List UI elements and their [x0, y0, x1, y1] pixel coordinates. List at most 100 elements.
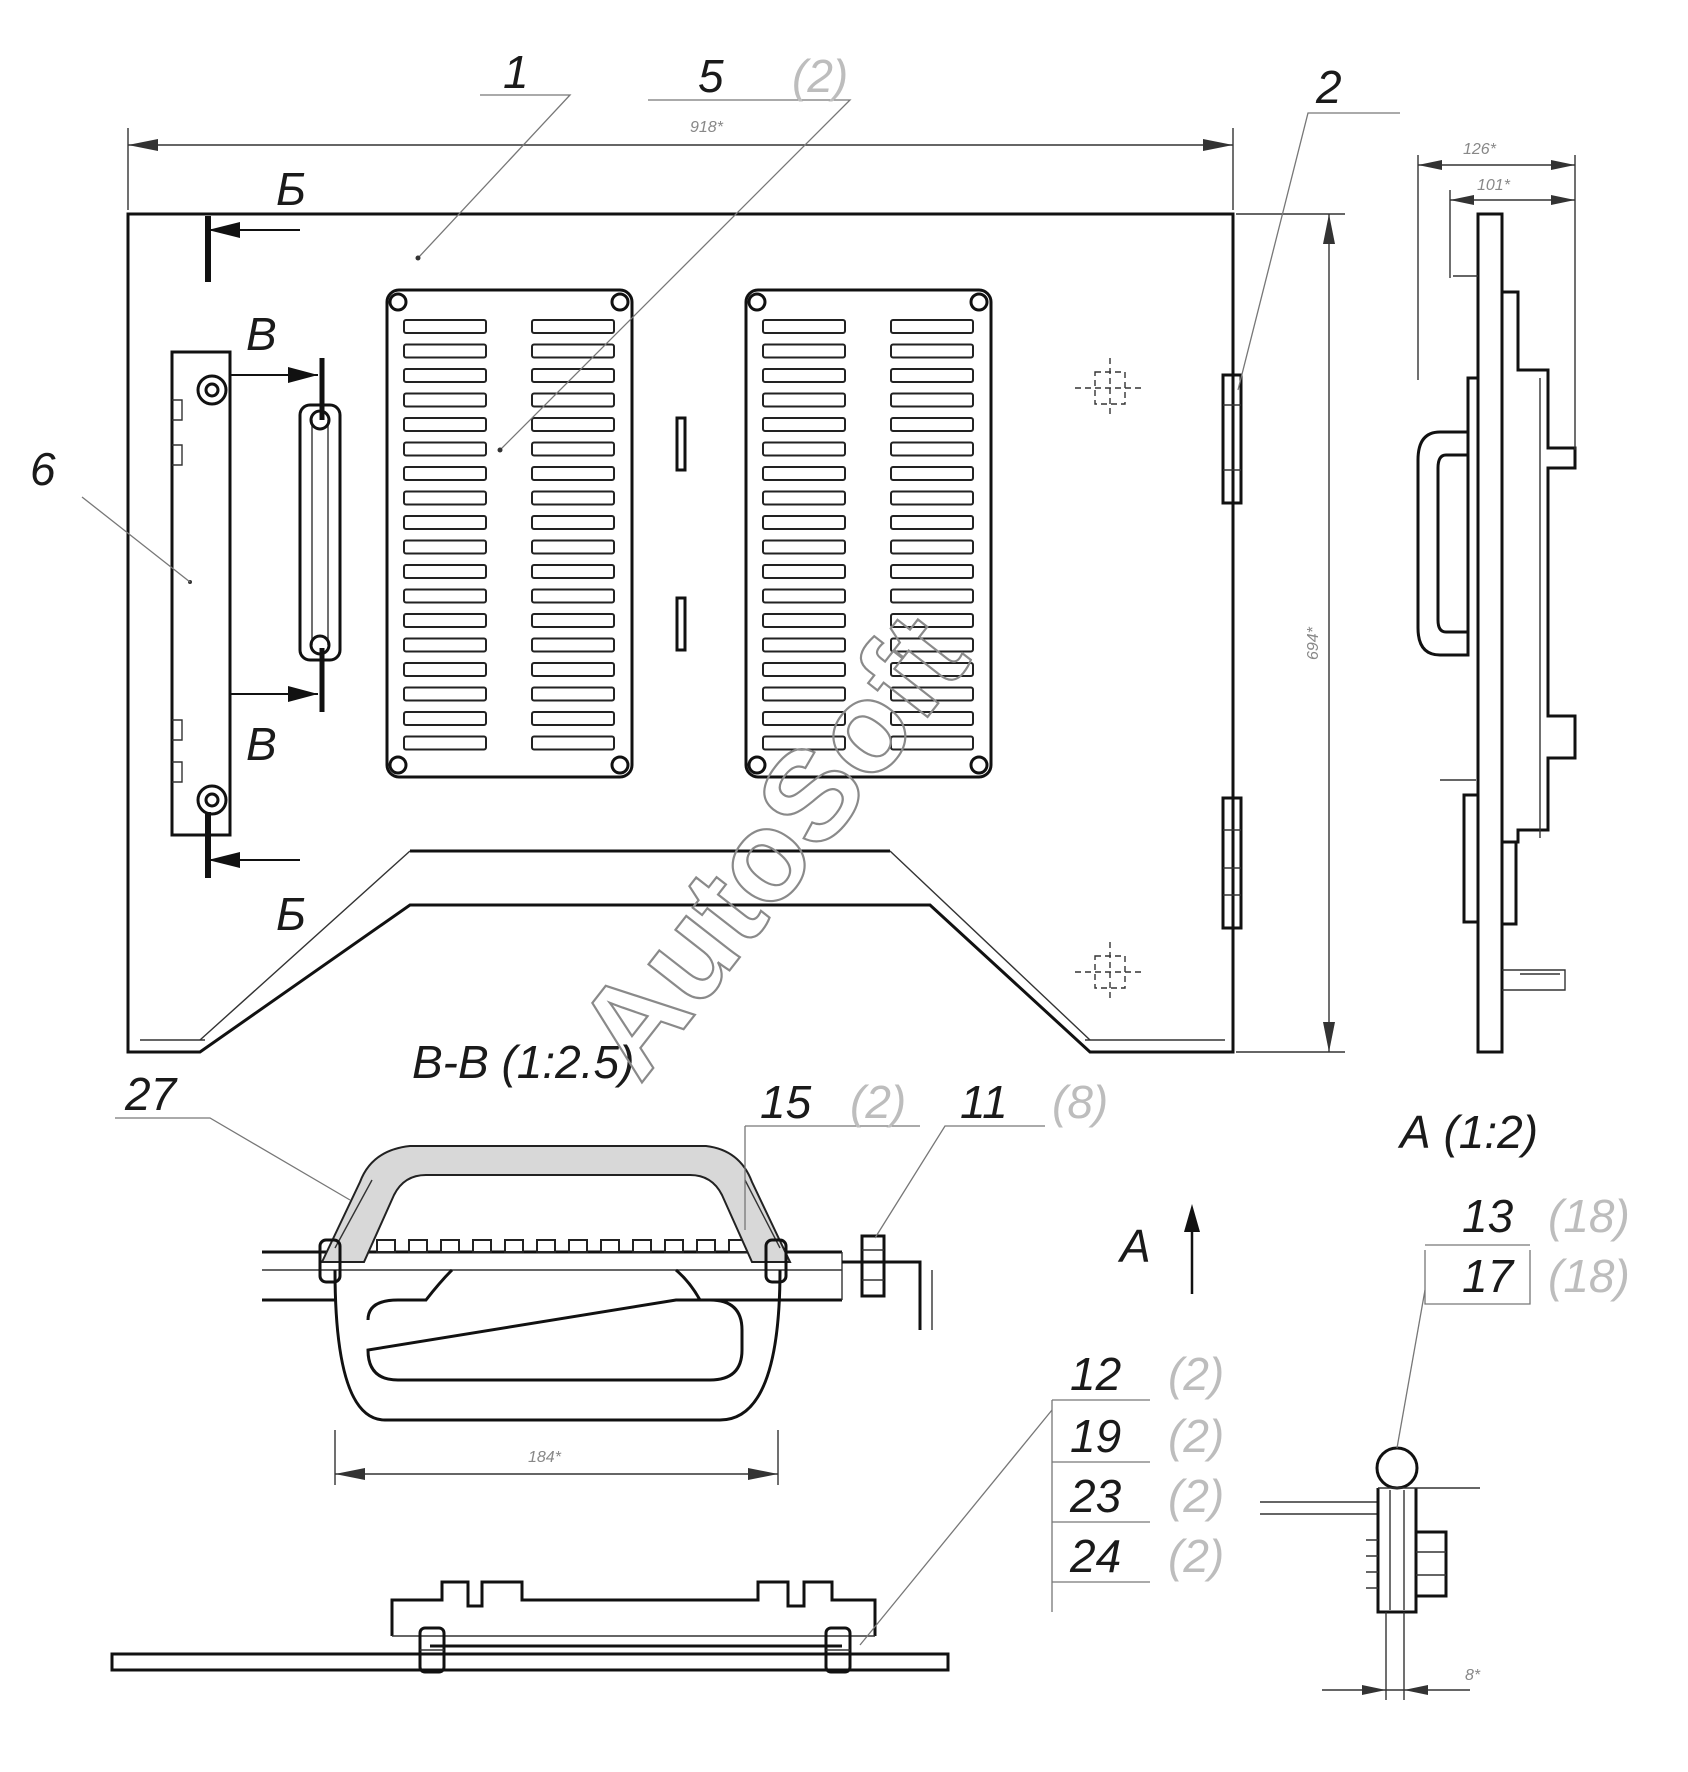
louver-tooth — [632, 1239, 652, 1253]
panel-outline — [126, 212, 1235, 1054]
grille-slot — [762, 466, 846, 481]
grille-screw — [747, 755, 767, 775]
louver-tooth — [664, 1239, 684, 1253]
leader-line — [1396, 1289, 1426, 1449]
mounting-holes — [1075, 358, 1145, 1002]
grille-screw — [610, 755, 630, 775]
panel-fold-diagonals — [199, 850, 1091, 1041]
leader-line — [499, 99, 852, 451]
section-bracket — [842, 1260, 922, 1330]
dimension-value: 184* — [528, 1449, 562, 1466]
callout-24: 24 — [1069, 1530, 1121, 1582]
section-bolt — [318, 1238, 342, 1284]
grille-slot — [762, 441, 846, 457]
grille-slot — [531, 515, 615, 530]
grille-frame — [744, 288, 993, 779]
leader-line — [1237, 112, 1400, 391]
handle-grip — [298, 403, 342, 662]
side-handle-inner — [1436, 453, 1470, 634]
leader-dot — [415, 255, 421, 261]
section-vv-view: В-В (1:2.5) 184* 27 1 — [115, 1036, 1108, 1485]
width-dimension: 918* — [127, 119, 1234, 210]
grille-slot — [403, 490, 487, 506]
handle-edge — [334, 1179, 373, 1249]
dimension-arrow — [1551, 160, 1575, 170]
side-bracket-profile — [1502, 290, 1577, 844]
grille-slot — [890, 735, 974, 751]
grille-slot — [762, 368, 846, 383]
bottom-bracket-profile — [390, 1580, 877, 1636]
grille-slot — [403, 686, 487, 702]
grille-screw — [969, 292, 989, 312]
grille-slot — [403, 539, 487, 555]
cut-arrowhead — [288, 686, 318, 702]
grille-slot — [531, 343, 615, 359]
callout-17: 17 — [1462, 1250, 1515, 1302]
cut-arrowhead — [288, 367, 318, 383]
section-cut-vv: В В — [230, 308, 325, 770]
grille-slot — [890, 368, 974, 383]
callout-13-qty: (18) — [1548, 1190, 1630, 1242]
section-letter: Б — [276, 888, 306, 940]
view-arrow-letter: А — [1117, 1220, 1151, 1272]
louver-tooth — [568, 1239, 588, 1253]
grille-slot — [531, 319, 615, 334]
center-slot — [675, 596, 687, 652]
grille-slot — [890, 515, 974, 530]
leader-line — [744, 1125, 920, 1230]
grille-slot — [762, 711, 846, 726]
grille-slot — [531, 539, 615, 555]
callout-11: 11 — [960, 1076, 1008, 1128]
section-vv-title: В-В (1:2.5) — [412, 1036, 634, 1088]
grille-slot — [890, 319, 974, 334]
callout-11-qty: (8) — [1052, 1076, 1108, 1128]
grille-slot — [403, 343, 487, 359]
louver-tooth — [536, 1239, 556, 1253]
grille-slot — [762, 662, 846, 677]
dimension-arrow — [1323, 214, 1335, 244]
section-screw — [860, 1234, 886, 1298]
callout-15-qty: (2) — [850, 1076, 906, 1128]
grille-slot — [762, 343, 846, 359]
grille-slot — [531, 711, 615, 726]
grille-slot — [403, 392, 487, 408]
grille-slot — [890, 662, 974, 677]
leader-dot — [497, 447, 503, 453]
louver-tooth — [600, 1239, 620, 1253]
grille-slot — [890, 417, 974, 432]
bracket-tabs — [172, 399, 183, 783]
side-view: 126* 101* — [1416, 141, 1577, 1054]
grille-slot — [531, 490, 615, 506]
callout-19: 19 — [1070, 1410, 1121, 1462]
detail-a-view: А (1:2) 8* 13 (18) 17 (18) — [1260, 1106, 1630, 1700]
louver-tooth — [408, 1239, 428, 1253]
bottom-bracket-view — [110, 1580, 950, 1674]
grille-slot — [762, 637, 846, 653]
grille-slot — [531, 662, 615, 677]
callout-table-lines — [1051, 1399, 1150, 1612]
grille-slot — [762, 735, 846, 751]
callout-box — [1424, 1250, 1531, 1305]
section-letter: В — [246, 308, 277, 360]
grille-slot — [403, 564, 487, 579]
callout-23-qty: (2) — [1168, 1470, 1224, 1522]
grille-slot — [890, 564, 974, 579]
side-lower-bracket — [1462, 793, 1478, 924]
grille-slot — [762, 564, 846, 579]
side-lower-block — [1500, 840, 1518, 926]
grille-slot — [762, 515, 846, 530]
handle-loop-inner — [366, 1268, 744, 1382]
section-letter: Б — [276, 163, 306, 215]
grille-screw — [610, 292, 630, 312]
right-hinges — [1221, 373, 1243, 930]
grille-slot — [531, 417, 615, 432]
grille-slot — [890, 490, 974, 506]
callout-19-qty: (2) — [1168, 1410, 1224, 1462]
hole-crosshair — [1075, 942, 1145, 1002]
hinge — [1221, 373, 1243, 505]
grille-slot — [403, 466, 487, 481]
handle-front-view — [298, 403, 342, 662]
callout-23: 23 — [1069, 1470, 1122, 1522]
grille-slots-column — [762, 319, 846, 751]
callout-15: 15 — [760, 1076, 812, 1128]
